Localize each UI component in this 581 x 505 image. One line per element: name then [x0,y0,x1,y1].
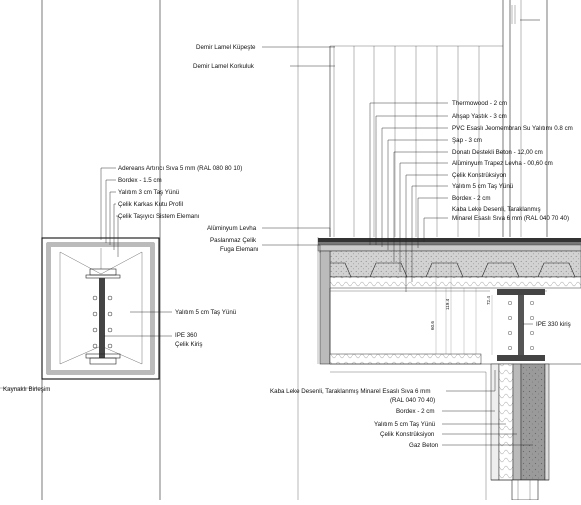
dimension-60-6: 60.6 [430,321,435,330]
ipe360-box-section [0,237,160,389]
label-yalitim-5cm: Yalıtım 5 cm Taş Yünü [452,183,514,190]
label-demir-lamel-korkuluk: Demir Lamel Korkuluk [193,63,255,70]
ipe330-beam [497,289,545,361]
annotation-labels: Demir Lamel Küpeşte Demir Lamel Korkuluk… [3,44,573,449]
label-kaba-leke-line2: Minarel Esaslı Sıva 6 mm (RAL 040 70 40) [452,215,569,222]
label-adereans-siva: Adereans Artırıcı Sıva 5 mm (RAL 080 80 … [118,165,242,172]
label-thermowood: Thermowood - 2 cm [452,100,507,107]
label-fuga-elemani: Fuga Elemanı [220,246,259,253]
label-celik-konstruksiyon: Çelik Konstrüksiyon [452,172,507,179]
dimension-72-4: 72.4 [486,296,491,305]
exterior-wall-section [330,363,550,501]
label-bordex-2cm: Bordex - 2 cm [452,195,491,202]
label-gaz-beton: Gaz Beton [409,442,439,449]
label-yalitim-3cm: Yalıtım 3 cm Taş Yünü [118,189,180,196]
label-donati-beton: Donatı Destekli Beton - 12,00 cm [452,149,543,156]
label-ahsap-yastik: Ahşap Yastık - 3 cm [452,113,507,120]
label-celik-tasiyici: Çelik Taşıyıcı Sistem Elemanı [118,213,200,220]
label-yalitim-lower: Yalıtım 5 cm Taş Yünü [374,421,436,428]
label-sap: Şap - 3 cm [452,137,482,144]
label-kaba-leke-lower: Kaba Leke Desenli, Taraklanmış Minarel E… [270,388,430,395]
label-celik-kiris: Çelik Kiriş [175,341,203,348]
label-yalitim-5cm-section: Yalıtım 5 cm Taş Yünü [175,309,237,316]
label-demir-lamel-kupeste: Demir Lamel Küpeşte [196,44,256,51]
floor-slab-section [317,237,581,365]
label-aluminyum-trapez: Alüminyum Trapez Levha - 00,60 cm [452,160,553,167]
label-aluminyum-levha: Alüminyum Levha [207,225,257,232]
label-bordex-1-5cm: Bordex - 1.5 cm [118,177,162,184]
railing-grid [41,0,548,500]
bolt-group [92,295,113,349]
label-ipe330: IPE 330 kiriş [536,321,571,328]
label-celik-konstruksiyon-lower: Çelik Konstrüksiyon [380,431,435,438]
label-ipe360: IPE 360 [175,332,198,339]
dimension-119-4: 119.4 [445,298,450,310]
label-paslanmaz-celik: Paslanmaz Çelik [210,237,257,244]
label-kaynakli-birlesim: Kaynaklı Birleşim [3,386,50,393]
dimension-lines: 60.6 119.4 72.4 [430,262,493,355]
label-bordex-lower: Bordex - 2 cm [396,408,435,415]
label-ral-lower: (RAL 040 70 40) [390,397,435,404]
label-kaba-leke-line1: Kaba Leke Desenli, Taraklanmış [452,206,541,213]
label-pvc-jeomembran: PVC Esaslı Jeomembran Su Yalıtımı 0.8 cm [452,125,573,132]
label-celik-kutu-profil: Çelik Karkas Kutu Profil [118,201,183,208]
leader-lines [100,46,533,446]
